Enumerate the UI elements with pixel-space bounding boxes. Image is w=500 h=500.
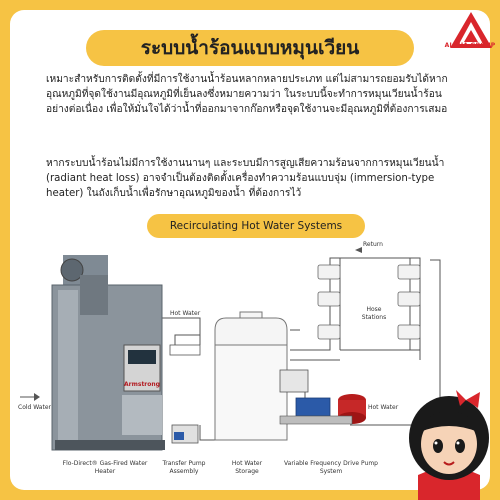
heater-badge: Armstrong <box>124 381 160 388</box>
storage-tank <box>214 311 288 441</box>
label-return: Return <box>363 241 383 248</box>
label-cold-water: Cold Water <box>18 404 51 411</box>
diagram-subtitle: Recirculating Hot Water Systems <box>169 220 343 232</box>
label-hose-stations: Hose Stations <box>361 306 387 321</box>
label-heater: Flo-Direct® Gas-Fired Water Heater <box>62 460 148 475</box>
hose-stations <box>317 264 421 340</box>
paragraph-2: หากระบบน้ำร้อนไม่มีการใช้งานนานๆ และระบบ… <box>46 158 445 199</box>
water-heater <box>51 255 165 451</box>
transfer-pump <box>169 344 201 444</box>
page-title: ระบบน้ำร้อนแบบหมุนเวียน <box>140 37 360 59</box>
paragraph-1: เหมาะสำหรับการติดตั้งที่มีการใช้งานน้ำร้… <box>46 74 448 115</box>
label-hot-water-top: Hot Water <box>170 310 201 317</box>
label-storage: Hot Water Storage <box>231 460 263 475</box>
alpha-group-logo-icon <box>450 12 492 48</box>
brand-name: ALPHA GROUP <box>444 42 496 49</box>
label-vfd: Variable Frequency Drive Pump System <box>284 460 378 475</box>
vfd-pump <box>279 369 366 425</box>
cold-water-arrow-icon <box>34 393 40 401</box>
label-pump: Transfer Pump Assembly <box>162 460 206 475</box>
mascot-girl-icon <box>409 390 489 500</box>
title-pill <box>86 30 414 66</box>
return-arrow-icon <box>355 247 362 253</box>
label-hot-water-right: Hot Water <box>368 404 399 411</box>
subtitle-pill <box>147 214 365 238</box>
